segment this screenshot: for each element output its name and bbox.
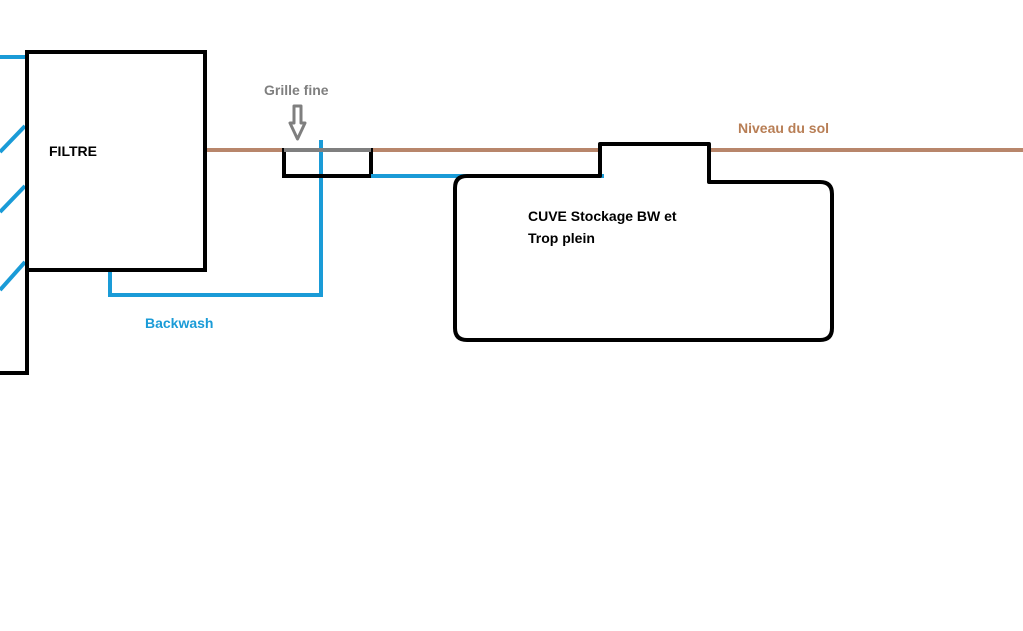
inlet-diagonal-3 (0, 260, 27, 292)
inlet-diagonal-1 (0, 124, 27, 154)
backwash-label: Backwash (145, 315, 213, 331)
storage-tank (453, 142, 834, 342)
backwash-pipe (108, 140, 323, 297)
tank-label-line2: Trop plein (528, 230, 595, 246)
screen-box (282, 148, 373, 178)
screen-label: Grille fine (264, 82, 329, 98)
ground-level-label: Niveau du sol (738, 120, 829, 136)
inlet-diagonal-2 (0, 184, 27, 214)
filter-box (25, 50, 207, 272)
arrow-down-icon (288, 104, 307, 141)
tank-label-line1: CUVE Stockage BW et (528, 208, 677, 224)
filter-label: FILTRE (49, 143, 97, 159)
